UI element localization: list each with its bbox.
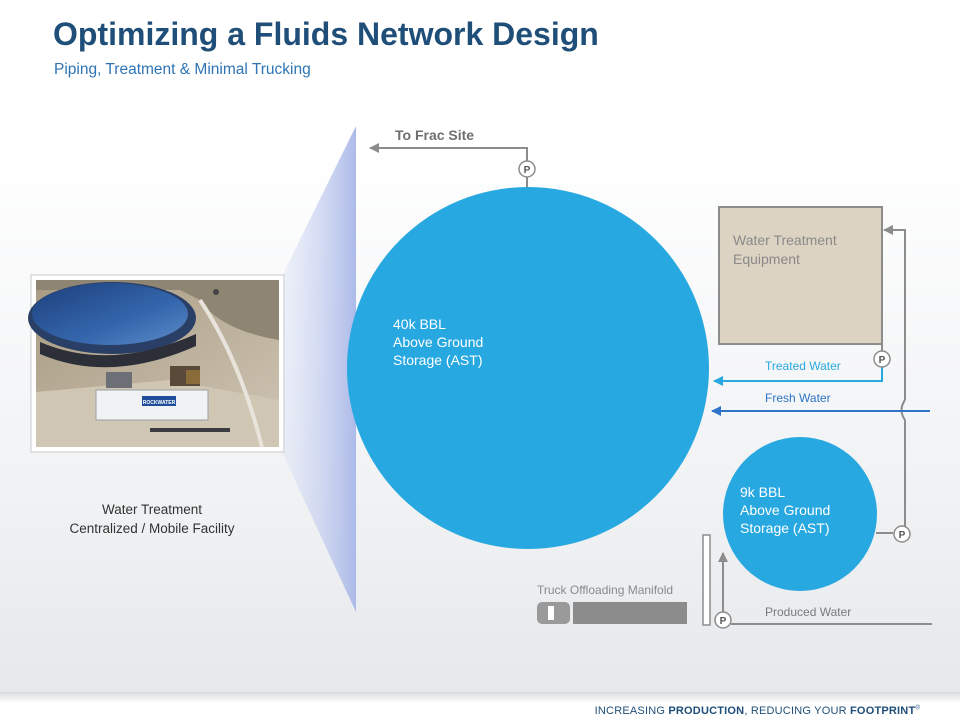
page-title: Optimizing a Fluids Network Design	[53, 16, 599, 52]
photo-caption-line1: Water Treatment	[101, 502, 203, 517]
large-storage-tank	[347, 187, 709, 549]
small-tank-line3: Storage (AST)	[740, 520, 829, 536]
page-subtitle: Piping, Treatment & Minimal Trucking	[54, 61, 311, 78]
produced-water-label: Produced Water	[765, 605, 851, 619]
tagline-part2: PRODUCTION	[668, 705, 745, 717]
tagline-part4: FOOTPRINT	[850, 705, 916, 717]
footer-bar	[0, 692, 960, 720]
photo-caption-line2: Centralized / Mobile Facility	[69, 521, 235, 536]
tagline-part1: INCREASING	[594, 705, 669, 717]
small-tank-line2: Above Ground	[740, 502, 830, 518]
pump-treated: P	[873, 350, 891, 368]
zoom-wedge	[280, 126, 356, 612]
treated-water-line	[713, 344, 883, 386]
pump-produced: P	[714, 611, 732, 629]
large-tank-line1: 40k BBL	[393, 316, 446, 332]
pump-symbol: P	[879, 355, 886, 366]
footer-tagline: INCREASING PRODUCTION, REDUCING YOUR FOO…	[595, 705, 920, 717]
facility-photo: ROCKWATER	[28, 274, 285, 453]
tagline-part3: , REDUCING YOUR	[744, 705, 851, 717]
photo-caption: Water Treatment Centralized / Mobile Fac…	[40, 500, 264, 538]
produced-water-line	[702, 534, 932, 626]
fluids-network-diagram: ROCKWATER To Frac Site P 40k BBL Above G…	[28, 126, 932, 629]
treatment-line2: Equipment	[733, 251, 800, 267]
pump-frac: P	[518, 160, 536, 178]
pump-return: P	[893, 525, 911, 543]
small-tank-line1: 9k BBL	[740, 484, 785, 500]
truck-manifold-label: Truck Offloading Manifold	[537, 583, 673, 597]
large-tank-line3: Storage (AST)	[393, 352, 482, 368]
pump-symbol: P	[720, 616, 727, 627]
pump-symbol: P	[899, 530, 906, 541]
treated-water-label: Treated Water	[765, 359, 841, 373]
large-tank-line2: Above Ground	[393, 334, 483, 350]
to-frac-site-label: To Frac Site	[395, 127, 474, 143]
small-storage-tank	[723, 437, 877, 591]
frac-site-line	[369, 143, 528, 188]
truck-icon	[537, 602, 687, 624]
tagline-mark: ®	[915, 705, 920, 712]
treatment-line1: Water Treatment	[733, 232, 837, 248]
pump-symbol: P	[524, 165, 531, 176]
fresh-water-label: Fresh Water	[765, 391, 831, 405]
photo-sign-text: ROCKWATER	[143, 400, 176, 406]
water-treatment-box	[718, 206, 883, 345]
